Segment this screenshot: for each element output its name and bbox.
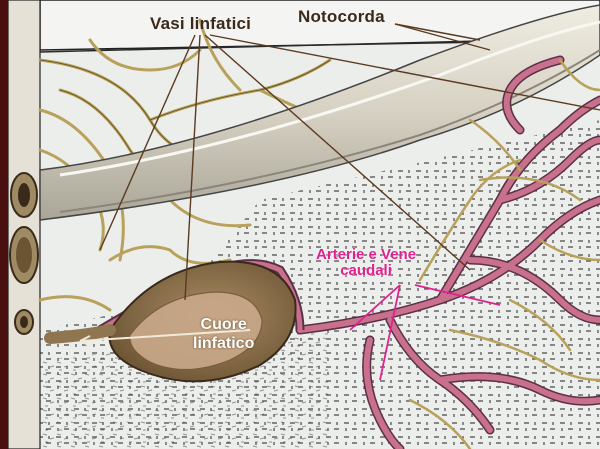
label-arteries-veins: Arterie e Vene caudali	[316, 247, 416, 279]
label-lymph-heart-line1: Cuore	[200, 316, 247, 333]
label-lymph-heart: Cuore linfatico	[193, 315, 254, 353]
label-lymph-heart-line2: linfatico	[193, 335, 255, 352]
label-lymph-vessels: Vasi linfatici	[150, 14, 252, 33]
lymph-heart	[44, 260, 297, 383]
caudal-lymph-network	[408, 58, 600, 449]
left-border	[0, 0, 8, 449]
label-arteries-veins-line2: caudali	[340, 262, 392, 279]
pink-leader-lines	[349, 284, 501, 381]
leader-lines	[99, 23, 600, 301]
label-notochord: Notocorda	[298, 7, 385, 26]
caudal-blood-vessels	[295, 55, 600, 449]
label-arteries-veins-line1: Arterie e Vene	[316, 246, 417, 263]
spinal-column	[7, 0, 41, 449]
